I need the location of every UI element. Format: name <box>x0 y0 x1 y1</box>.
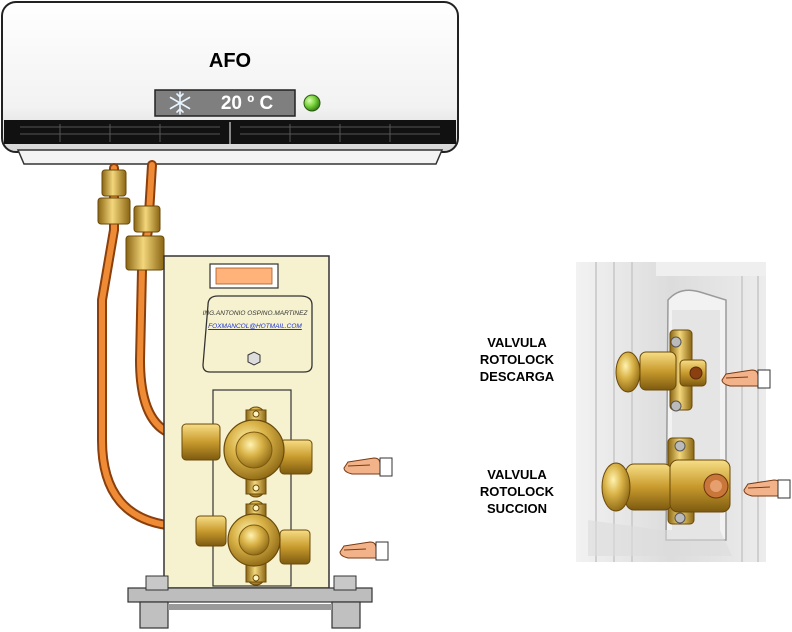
suction-valve-label: VALVULA ROTOLOCK SUCCION <box>452 466 582 517</box>
brand-label: AFO <box>208 50 252 72</box>
unit-base <box>127 575 373 629</box>
indicator-window <box>215 267 273 285</box>
plate-email: FOXMANCOL@HOTMAIL.COM <box>208 323 302 330</box>
pointing-hand-icon <box>743 479 791 499</box>
name-plate <box>202 295 313 373</box>
suction-label-line1: VALVULA <box>487 467 547 482</box>
discharge-valve-label: VALVULA ROTOLOCK DESCARGA <box>452 334 582 385</box>
pointing-hand-icon <box>339 541 389 561</box>
bolt-icon <box>247 351 261 366</box>
indoor-unit <box>1 1 459 165</box>
discharge-label-line3: DESCARGA <box>479 369 555 384</box>
air-flap <box>16 149 444 165</box>
status-led <box>303 94 321 112</box>
rotolock-valves-photo <box>576 262 766 562</box>
discharge-label-line1: VALVULA <box>487 335 547 350</box>
plate-name: ING.ANTONIO OSPINO.MARTINEZ <box>202 310 308 317</box>
suction-label-line3: SUCCION <box>487 501 547 516</box>
air-vent-louvers <box>20 122 440 144</box>
suction-valve <box>195 500 311 586</box>
flare-nuts <box>97 169 165 271</box>
pointing-hand-icon <box>343 457 393 477</box>
temperature-readout: 20 º C <box>220 93 274 114</box>
suction-label-line2: ROTOLOCK <box>479 484 555 499</box>
pointing-hand-icon <box>721 369 771 389</box>
discharge-label-line2: ROTOLOCK <box>479 352 555 367</box>
discharge-valve <box>181 406 313 498</box>
snowflake-icon <box>169 91 191 115</box>
